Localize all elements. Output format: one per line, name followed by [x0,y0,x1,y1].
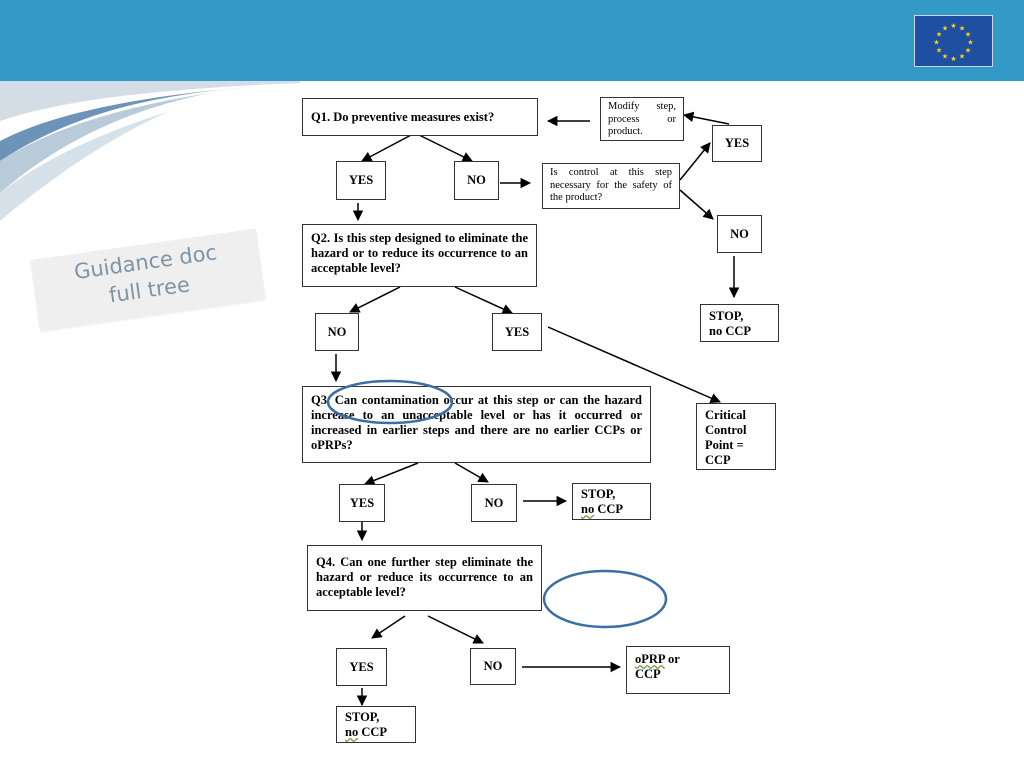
stop2-line1: STOP, [581,487,616,501]
q2-text: Q2. Is this step designed to eliminate t… [311,231,528,275]
q4-yes-box: YES [336,648,387,686]
q4-box: Q4. Can one further step eliminate the h… [307,545,542,611]
ccp-line4: CCP [705,453,731,467]
decorative-swoosh [0,81,300,221]
q2-no-label: NO [327,324,347,339]
eu-flag-icon: ★ ★ ★ ★ ★ ★ ★ ★ ★ ★ ★ ★ [914,15,993,67]
q2-yes-label: YES [504,324,530,339]
stop3-line2a: no [345,725,359,739]
ccp-box: Critical Control Point = CCP [696,403,776,470]
stop1-line2: no CCP [709,324,752,338]
svg-text:★: ★ [936,31,942,39]
svg-text:★: ★ [942,53,948,61]
svg-text:★: ★ [950,55,956,63]
svg-text:★: ★ [965,31,971,39]
q1-no-label: NO [467,173,486,187]
modify-text: Modify step, process or product. [608,101,676,137]
svg-text:★: ★ [950,22,956,30]
oprp-line2: CCP [635,667,661,681]
q4-no-label: NO [483,659,503,673]
q1-yes-box: YES [336,161,386,200]
control-text: Is control at this step necessary for th… [550,167,672,203]
stop1-line1: STOP, [709,309,744,323]
q1-no-box: NO [454,161,499,200]
ccp-line3: Point = [705,438,744,452]
control-yes-box: YES [712,125,762,162]
q1-box: Q1. Do preventive measures exist? [302,98,538,136]
q2-yes-box: YES [492,313,542,351]
q1-text: Q1. Do preventive measures exist? [311,110,495,124]
header-bar [0,0,1024,81]
stop2-box: STOP, no CCP [572,483,651,520]
svg-text:★: ★ [942,25,948,33]
stop2-line2a: no [581,502,595,516]
q2-box: Q2. Is this step designed to eliminate t… [302,224,537,287]
stop3-line2b: CCP [358,725,388,739]
q3-no-box: NO [471,484,517,522]
ccp-line1: Critical [705,408,746,422]
svg-text:★: ★ [967,39,973,47]
svg-text:★: ★ [936,47,942,55]
stop2-line2b: CCP [594,502,624,516]
control-no-box: NO [717,215,762,253]
q1-yes-label: YES [348,173,374,187]
stop3-line1: STOP, [345,710,380,724]
control-yes-label: YES [724,136,750,150]
control-no-label: NO [730,226,749,241]
svg-text:★: ★ [959,25,965,33]
q3-yes-box: YES [339,484,385,522]
oprp-line1a: oPRP [635,652,665,666]
svg-text:★: ★ [965,47,971,55]
q4-no-box: NO [470,648,516,685]
oprp-box: oPRP or CCP [626,646,730,694]
modify-box: Modify step, process or product. [600,97,684,141]
q3-box: Q3. Can contamination occur at this step… [302,386,651,463]
q3-yes-label: YES [349,495,375,510]
q3-no-label: NO [484,495,504,510]
q4-yes-label: YES [349,659,374,674]
oprp-line1b: or [664,652,680,666]
q2-no-box: NO [315,313,359,351]
control-box: Is control at this step necessary for th… [542,163,680,209]
svg-text:★: ★ [959,53,965,61]
ccp-line2: Control [705,423,747,437]
svg-text:★: ★ [933,39,939,47]
stop3-box: STOP, no CCP [336,706,416,743]
q3-text: Q3. Can contamination occur at this step… [311,393,642,452]
stop1-box: STOP, no CCP [700,304,779,342]
q4-text: Q4. Can one further step eliminate the h… [316,555,533,599]
